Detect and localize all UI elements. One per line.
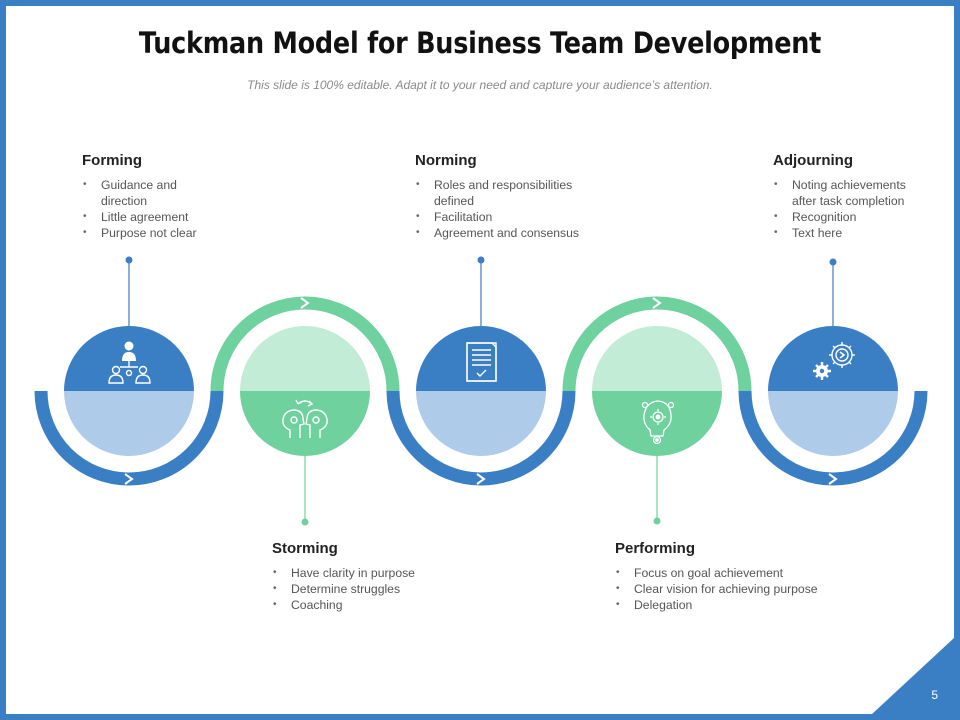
- bulb-gears-icon: [641, 400, 675, 445]
- forming-connector: [125, 256, 133, 326]
- performing-arc: [562, 296, 752, 392]
- performing-connector: [653, 456, 661, 525]
- list-item: Have clarity in purpose: [272, 565, 472, 581]
- stage-performing: Performing Focus on goal achievement Cle…: [615, 540, 818, 613]
- stage-items: Noting achievements after task completio…: [773, 177, 923, 241]
- list-item: Clear vision for achieving purpose: [615, 581, 855, 597]
- stage-items: Focus on goal achievement Clear vision f…: [615, 565, 855, 613]
- list-item: Little agreement: [82, 209, 202, 225]
- adjourning-circle: [768, 326, 898, 456]
- list-item: Focus on goal achievement: [615, 565, 855, 581]
- gears-icon: [813, 342, 855, 380]
- list-item: Recognition: [773, 209, 923, 225]
- team-hierarchy-icon: [108, 341, 151, 384]
- slide-title: Tuckman Model for Business Team Developm…: [138, 26, 822, 60]
- adjourning-connector: [829, 258, 837, 326]
- arrow-chevron-icon: [828, 473, 838, 485]
- performing-circle: [592, 326, 722, 456]
- list-item: Text here: [773, 225, 923, 241]
- list-item: Agreement and consensus: [415, 225, 605, 241]
- list-item: Noting achievements after task completio…: [773, 177, 923, 209]
- norming-arc: [386, 390, 576, 486]
- stage-items: Roles and responsibilities defined Facil…: [415, 177, 605, 241]
- stage-items: Guidance and direction Little agreement …: [82, 177, 202, 241]
- slide-subtitle: This slide is 100% editable. Adapt it to…: [247, 78, 713, 92]
- arrow-chevron-icon: [124, 473, 134, 485]
- list-item: Facilitation: [415, 209, 605, 225]
- list-item: Purpose not clear: [82, 225, 202, 241]
- stage-storming: Storming Have clarity in purpose Determi…: [272, 540, 472, 613]
- list-item: Delegation: [615, 597, 855, 613]
- page-number: 5: [931, 688, 938, 702]
- arrow-chevron-icon: [300, 297, 310, 309]
- storming-connector: [301, 456, 309, 526]
- tuckman-diagram: [34, 256, 928, 526]
- list-item: Guidance and direction: [82, 177, 202, 209]
- stage-norming: Norming Roles and responsibilities defin…: [415, 152, 615, 241]
- forming-arc: [34, 390, 224, 486]
- stage-title: Forming: [82, 152, 142, 169]
- stage-items: Have clarity in purpose Determine strugg…: [272, 565, 472, 613]
- document-check-icon: [466, 342, 497, 382]
- arrow-chevron-icon: [476, 473, 486, 485]
- stage-title: Storming: [272, 540, 338, 557]
- list-item: Roles and responsibilities defined: [415, 177, 605, 209]
- stage-adjourning: Adjourning Noting achievements after tas…: [773, 152, 954, 241]
- brainstorm-heads-icon: [282, 399, 328, 438]
- corner-accent: [872, 638, 954, 714]
- stage-forming: Forming Guidance and direction Little ag…: [82, 152, 282, 241]
- adjourning-arc: [738, 390, 928, 486]
- stage-title: Performing: [615, 540, 696, 557]
- list-item: Determine struggles: [272, 581, 472, 597]
- arrow-chevron-icon: [652, 297, 662, 309]
- norming-connector: [477, 256, 485, 326]
- storming-arc: [210, 296, 400, 392]
- stage-title: Adjourning: [773, 152, 853, 169]
- stage-title: Norming: [415, 152, 477, 169]
- storming-circle: [240, 326, 370, 456]
- list-item: Coaching: [272, 597, 472, 613]
